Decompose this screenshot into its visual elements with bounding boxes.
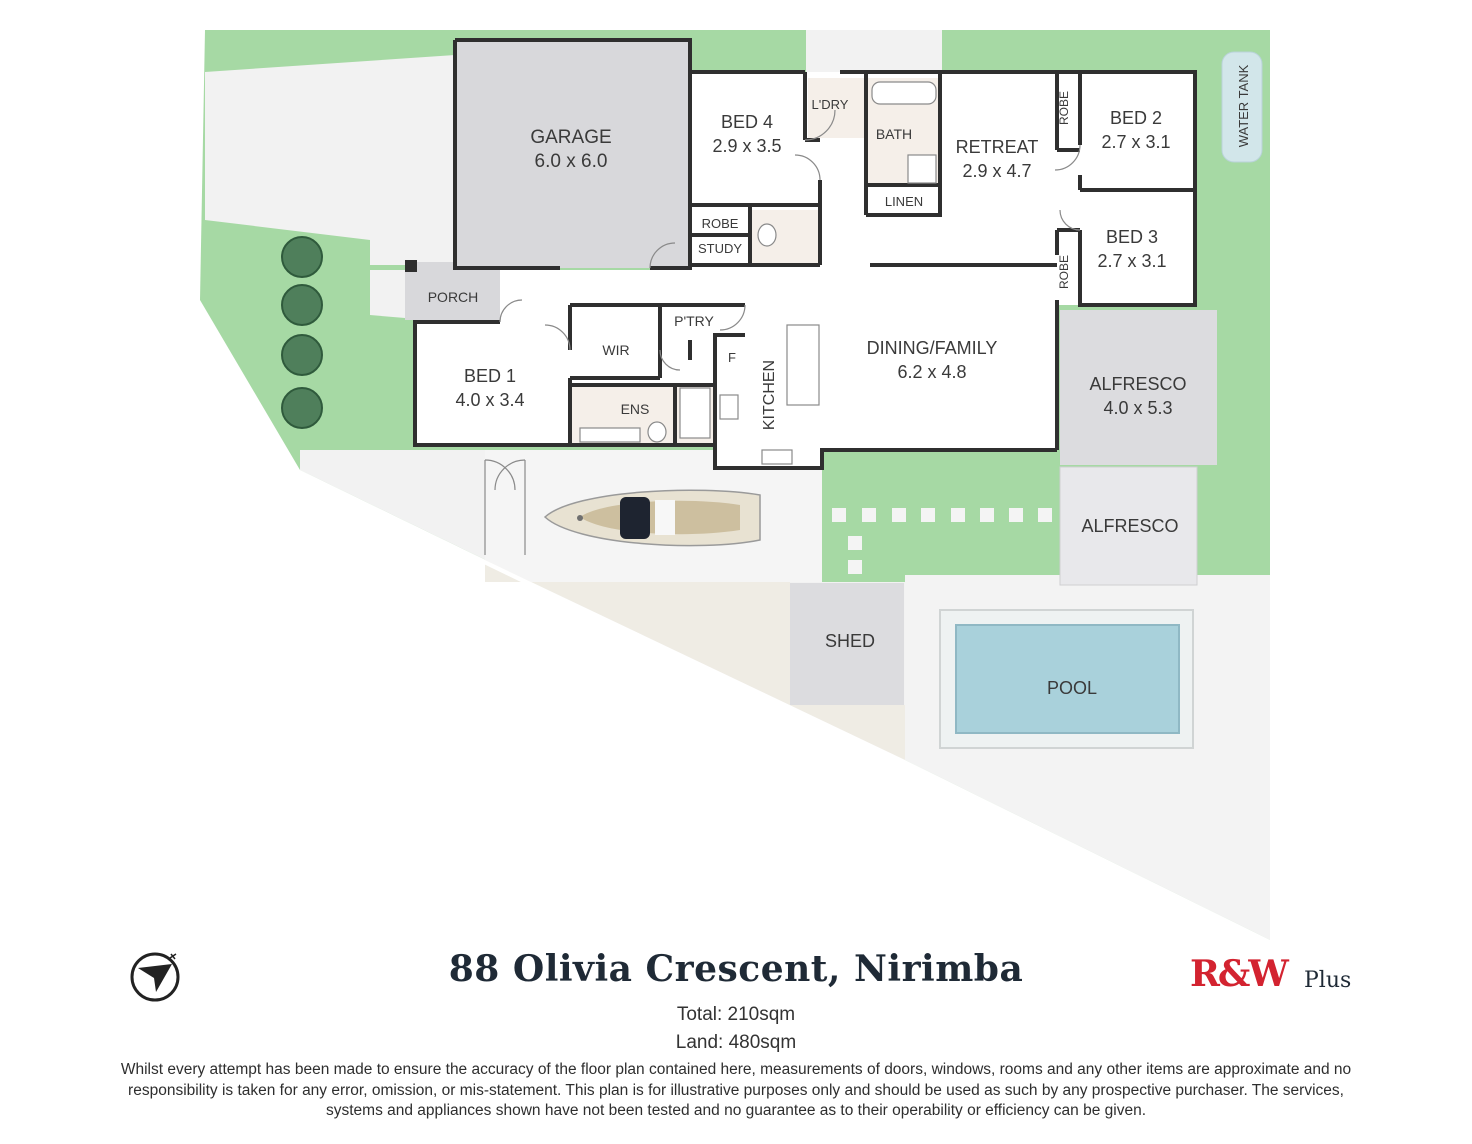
bed4-label: BED 4: [721, 112, 773, 132]
alfresco-main: [1060, 310, 1217, 465]
retreat-size: 2.9 x 4.7: [962, 161, 1031, 181]
walls: [405, 38, 1197, 470]
stepping-stones: [832, 508, 1052, 574]
floor-plan: GARAGE 6.0 x 6.0 BED 4 2.9 x 3.5 L'DRY B…: [200, 30, 1270, 945]
shrub-icon: [281, 284, 323, 326]
front-entry-path: [806, 30, 942, 75]
logo-sub-text: Plus: [1304, 968, 1352, 993]
house-footprint: [415, 40, 1195, 468]
property-address: 88 Olivia Crescent, Nirimba: [448, 948, 1024, 990]
pool-label: POOL: [1047, 678, 1097, 698]
shrub-icon: [281, 334, 323, 376]
land-area: Land: 480sqm: [675, 1032, 797, 1053]
alfresco-outdoor-label: ALFRESCO: [1081, 516, 1178, 536]
dining-family-size: 6.2 x 4.8: [897, 362, 966, 382]
robe-label-bed2: ROBE: [1057, 91, 1071, 125]
bed1-label: BED 1: [464, 366, 516, 386]
room-labels: GARAGE 6.0 x 6.0 BED 4 2.9 x 3.5 L'DRY B…: [428, 64, 1251, 698]
shrub-icon: [281, 236, 323, 278]
porch-label: PORCH: [428, 289, 479, 305]
bed3-size: 2.7 x 3.1: [1097, 251, 1166, 271]
disclaimer: Whilst every attempt has been made to en…: [120, 1061, 1352, 1119]
bed4-size: 2.9 x 3.5: [712, 136, 781, 156]
bed2-label: BED 2: [1110, 108, 1162, 128]
garage-label: GARAGE: [530, 127, 611, 148]
bed2-size: 2.7 x 3.1: [1101, 132, 1170, 152]
boat-icon: [543, 489, 761, 547]
bed3-label: BED 3: [1106, 227, 1158, 247]
alfresco-outdoor: [1059, 466, 1198, 586]
water-tank-label: WATER TANK: [1236, 64, 1251, 147]
garage-size: 6.0 x 6.0: [535, 151, 608, 172]
driveway: [205, 55, 455, 318]
porch: [405, 262, 500, 320]
fridge-label: F: [728, 350, 736, 365]
kitchen-label: KITCHEN: [761, 360, 778, 430]
north-arrow-icon: [130, 952, 180, 1002]
pantry-label: P'TRY: [674, 313, 714, 329]
robe-label-bed3: ROBE: [1057, 255, 1071, 289]
ensuite-label: ENS: [621, 401, 650, 417]
study-label: STUDY: [698, 241, 742, 256]
garden-shrubs: [281, 236, 323, 429]
agency-logo: R&W Plus: [1190, 953, 1370, 1003]
alfresco-main-label: ALFRESCO: [1089, 374, 1186, 394]
retreat-label: RETREAT: [956, 137, 1039, 157]
alfresco-main-size: 4.0 x 5.3: [1103, 398, 1172, 418]
lower-lot-edge: [300, 470, 1270, 945]
wir-label: WIR: [602, 342, 629, 358]
robe-label-bed4: ROBE: [702, 216, 739, 231]
fixtures: [484, 81, 1081, 555]
shrub-icon: [281, 387, 323, 429]
shed-label: SHED: [825, 631, 875, 651]
logo-brand-text: R&W: [1190, 953, 1289, 995]
shed: [790, 583, 904, 705]
pool: [955, 624, 1180, 734]
compass: [130, 950, 182, 1002]
bath-label: BATH: [876, 126, 912, 142]
laundry-label: L'DRY: [812, 97, 849, 112]
bed1-size: 4.0 x 3.4: [455, 390, 524, 410]
water-tank: [1221, 51, 1263, 163]
dining-family-label: DINING/FAMILY: [867, 338, 998, 358]
linen-label: LINEN: [885, 194, 923, 209]
total-area: Total: 210sqm: [676, 1004, 796, 1025]
